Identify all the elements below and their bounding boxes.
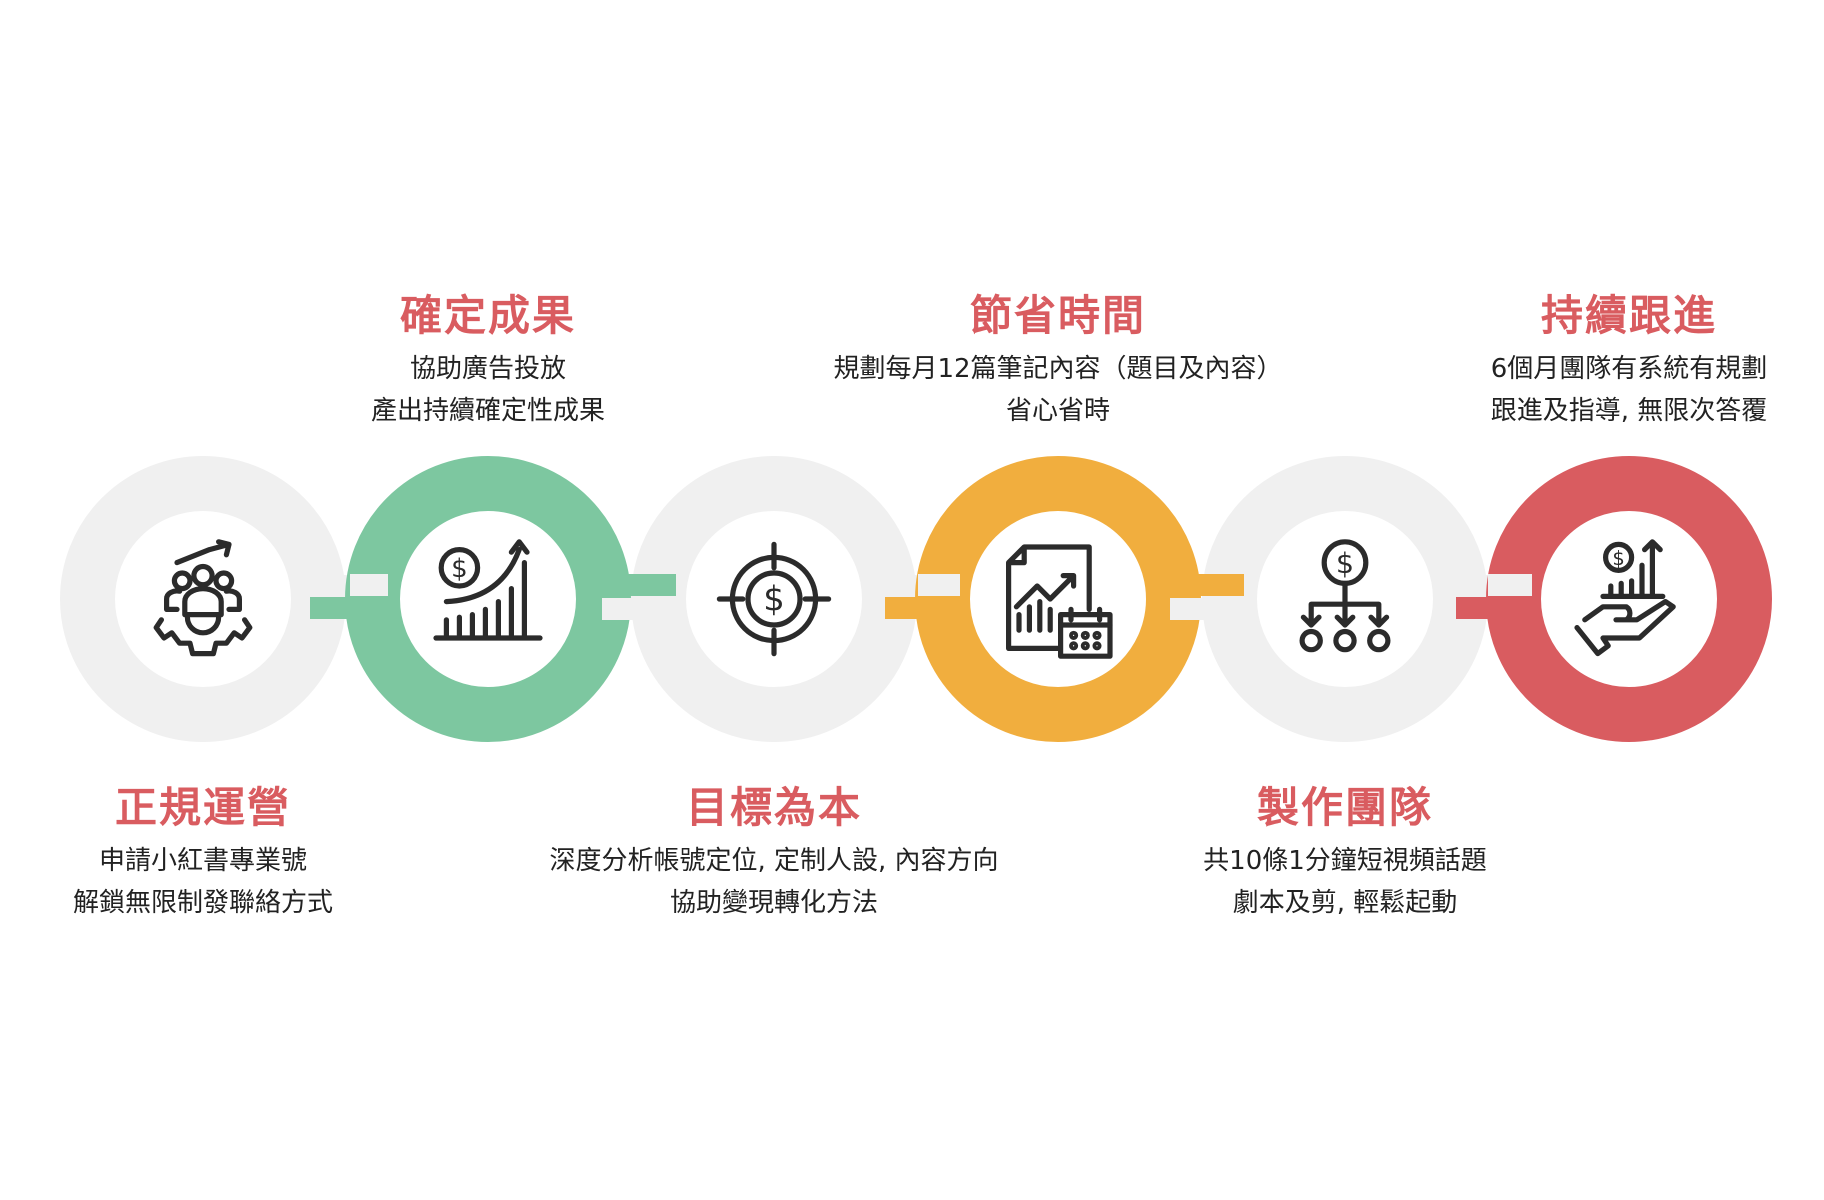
connector-orange bbox=[1170, 574, 1244, 596]
team-gear-icon bbox=[138, 534, 268, 664]
connector-green bbox=[310, 597, 388, 619]
step-title: 節省時間 bbox=[969, 291, 1146, 340]
step-desc: 解鎖無限制發聯絡方式 bbox=[72, 888, 333, 918]
connector-gray bbox=[350, 574, 388, 596]
step-5-text: 製作團隊 共10條1分鐘短視頻話題 劇本及剪, 輕鬆起動 bbox=[1045, 782, 1645, 924]
step-desc: 協助變現轉化方法 bbox=[669, 888, 878, 918]
step-desc: 規劃每月12篇筆記內容（題目及內容） bbox=[833, 354, 1283, 384]
step-1-text: 正規運營 申請小紅書專業號 解鎖無限制發聯絡方式 bbox=[0, 782, 503, 924]
step-title: 製作團隊 bbox=[1256, 783, 1433, 832]
step-desc: 產出持續確定性成果 bbox=[370, 396, 605, 426]
connector-red bbox=[1456, 597, 1532, 619]
step-2-text: 確定成果 協助廣告投放 產出持續確定性成果 bbox=[188, 290, 788, 432]
step-desc: 申請小紅書專業號 bbox=[98, 846, 307, 876]
step-desc: 跟進及指導, 無限次答覆 bbox=[1490, 396, 1768, 426]
connector-green bbox=[602, 574, 676, 596]
hand-money-growth-icon: $ bbox=[1564, 534, 1694, 664]
step-desc: 深度分析帳號定位, 定制人設, 內容方向 bbox=[549, 846, 999, 876]
svg-text:$: $ bbox=[763, 580, 785, 619]
report-calendar-icon bbox=[993, 534, 1123, 664]
step-title: 正規運營 bbox=[114, 783, 291, 832]
connector-orange bbox=[885, 597, 961, 619]
step-3-text: 目標為本 深度分析帳號定位, 定制人設, 內容方向 協助變現轉化方法 bbox=[474, 782, 1074, 924]
money-distribution-icon: $ bbox=[1280, 534, 1410, 664]
money-target-icon: $ bbox=[709, 534, 839, 664]
svg-text:$: $ bbox=[1612, 547, 1624, 570]
connector-gray bbox=[602, 598, 632, 620]
step-desc: 省心省時 bbox=[1005, 396, 1110, 426]
money-growth-chart-icon: $ bbox=[423, 534, 553, 664]
step-desc: 6個月團隊有系統有規劃 bbox=[1490, 354, 1768, 384]
step-6-text: 持續跟進 6個月團隊有系統有規劃 跟進及指導, 無限次答覆 bbox=[1329, 290, 1824, 432]
connector-gray bbox=[918, 574, 960, 596]
svg-text:$: $ bbox=[1336, 546, 1354, 580]
connector-gray bbox=[1170, 598, 1204, 620]
step-4-text: 節省時間 規劃每月12篇筆記內容（題目及內容） 省心省時 bbox=[758, 290, 1358, 432]
connector-gray bbox=[1488, 574, 1532, 596]
step-desc: 共10條1分鐘短視頻話題 bbox=[1203, 846, 1487, 876]
step-title: 目標為本 bbox=[685, 783, 862, 832]
step-desc: 劇本及剪, 輕鬆起動 bbox=[1232, 888, 1458, 918]
step-desc: 協助廣告投放 bbox=[409, 354, 566, 384]
svg-text:$: $ bbox=[451, 554, 468, 584]
step-title: 確定成果 bbox=[399, 291, 576, 340]
step-title: 持續跟進 bbox=[1540, 291, 1717, 340]
